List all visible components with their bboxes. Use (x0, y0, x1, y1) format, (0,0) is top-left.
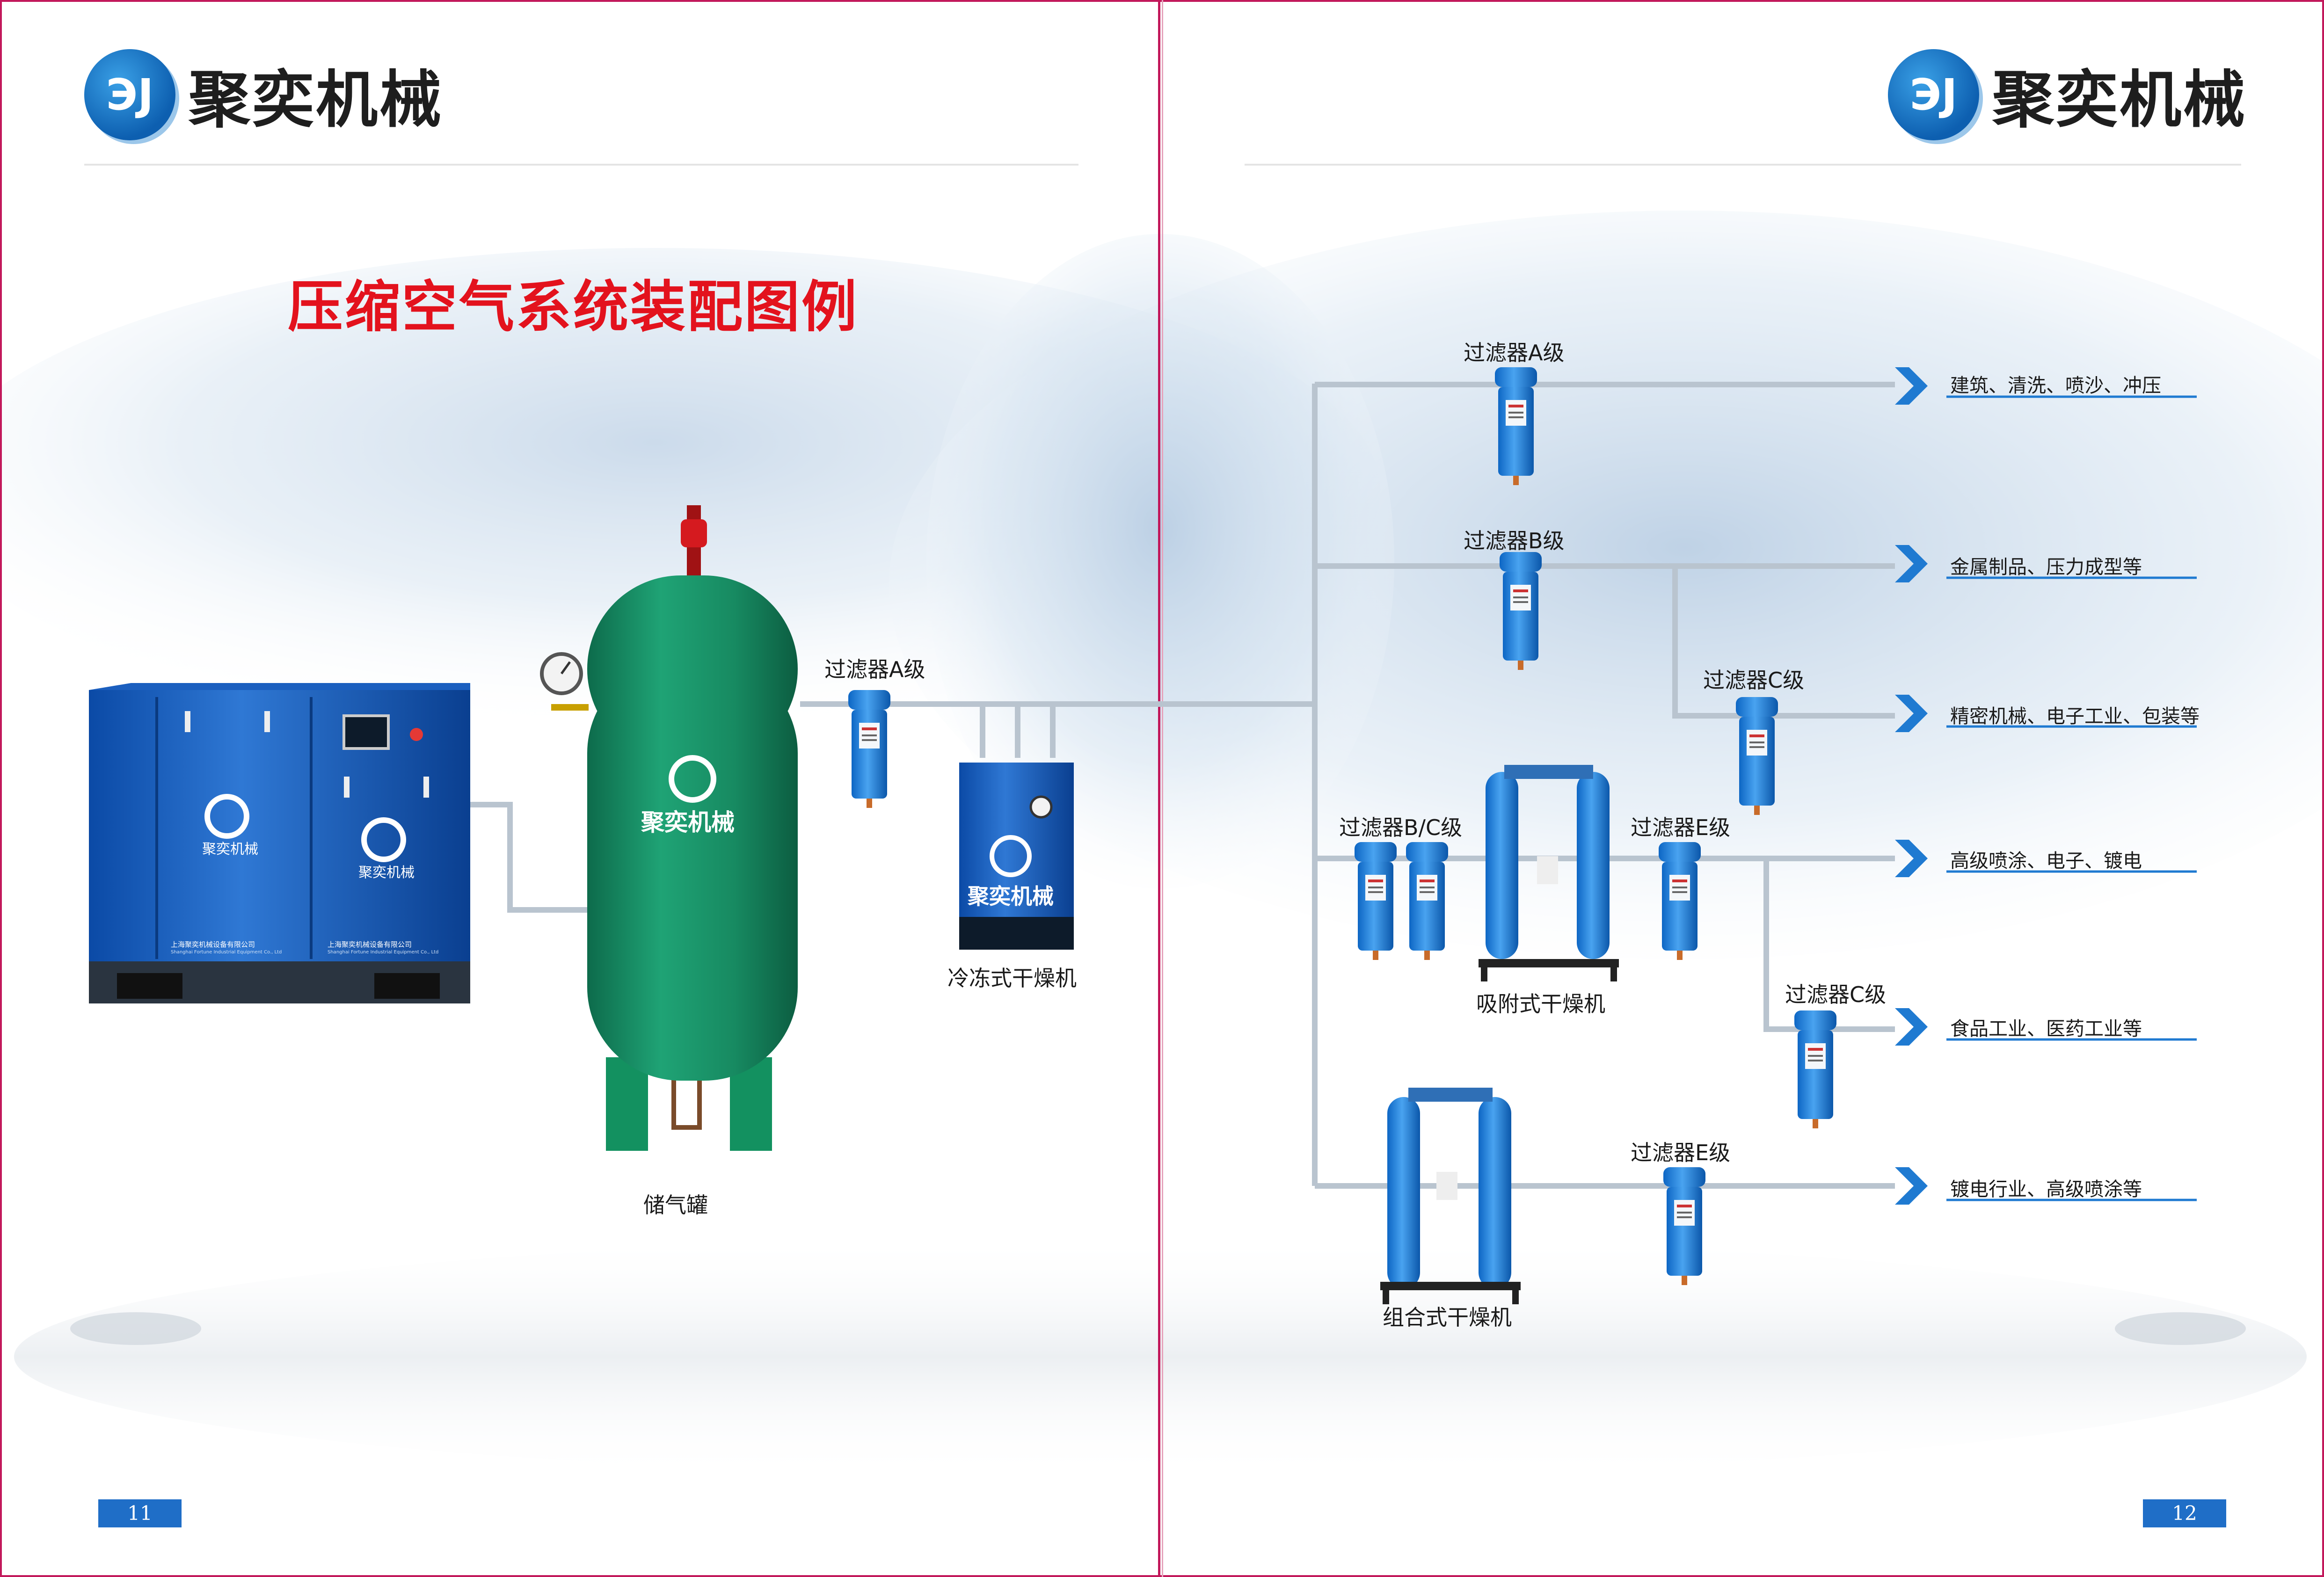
branch-filter-label: 过滤器A级 (1464, 340, 1565, 365)
compressor-company-name: 上海聚奕机械设备有限公司 (328, 940, 412, 949)
page-border-right (2322, 0, 2324, 1577)
brand-header-left: ЭJ 聚奕机械 (84, 49, 443, 140)
page-title: 压缩空气系统装配图例 (288, 275, 859, 339)
compressor-company-name-en: Shanghai Fortune Industrial Equipment Co… (328, 950, 439, 955)
application-label: 食品工业、医药工业等 (1950, 1017, 2142, 1040)
branch-filter-label: 过滤器B级 (1464, 528, 1565, 553)
brand-name: 聚奕机械 (189, 64, 443, 136)
main-filter-label: 过滤器A级 (824, 657, 925, 682)
combined-dryer (1380, 1088, 1521, 1304)
adsorption-dryer-label: 吸附式干燥机 (1476, 991, 1605, 1017)
jy-logo-icon: ЭJ (1888, 49, 1979, 140)
application-label: 高级喷涂、电子、镀电 (1950, 850, 2142, 872)
branch-filter-label: 过滤器B/C级 (1339, 815, 1463, 840)
application-label: 金属制品、压力成型等 (1950, 556, 2142, 578)
air-storage-tank (540, 505, 798, 1151)
air-compressor (89, 683, 470, 1003)
spine-line-left (1158, 0, 1160, 1577)
refrigerated-dryer (959, 763, 1074, 950)
brand-name: 聚奕机械 (1992, 64, 2247, 136)
tank-label: 储气罐 (643, 1192, 708, 1218)
header-rule-right (1245, 164, 2241, 166)
brand-header-right: ЭJ 聚奕机械 (1888, 49, 2247, 140)
page-number-right: 12 (2143, 1499, 2226, 1527)
compressor-company-name: 上海聚奕机械设备有限公司 (171, 940, 255, 949)
branch-filter-label: 过滤器C级 (1703, 668, 1805, 693)
header-rule-left (84, 164, 1078, 166)
branch-filter-label: 过滤器E级 (1631, 1140, 1731, 1165)
branch-filter-label: 过滤器E级 (1631, 815, 1731, 840)
dryer-brand: 聚奕机械 (968, 884, 1054, 909)
spine-line-right (1162, 0, 1163, 1577)
compressor-brand: 聚奕机械 (202, 841, 258, 858)
jy-logo-icon: ЭJ (84, 49, 175, 140)
compressor-brand: 聚奕机械 (358, 865, 415, 881)
application-label: 建筑、清洗、喷沙、冲压 (1950, 374, 2161, 397)
application-label: 镀电行业、高级喷涂等 (1950, 1178, 2142, 1200)
adsorption-dryer (1479, 765, 1619, 981)
compressor-company-name-en: Shanghai Fortune Industrial Equipment Co… (171, 950, 282, 955)
combined-dryer-label: 组合式干燥机 (1383, 1305, 1512, 1330)
refrigerated-dryer-label: 冷冻式干燥机 (947, 966, 1077, 991)
tank-brand: 聚奕机械 (641, 809, 735, 836)
application-label: 精密机械、电子工业、包装等 (1950, 705, 2200, 727)
page-number-left: 11 (98, 1499, 182, 1527)
branch-filter-label: 过滤器C级 (1785, 982, 1887, 1007)
page-border-left (0, 0, 2, 1577)
